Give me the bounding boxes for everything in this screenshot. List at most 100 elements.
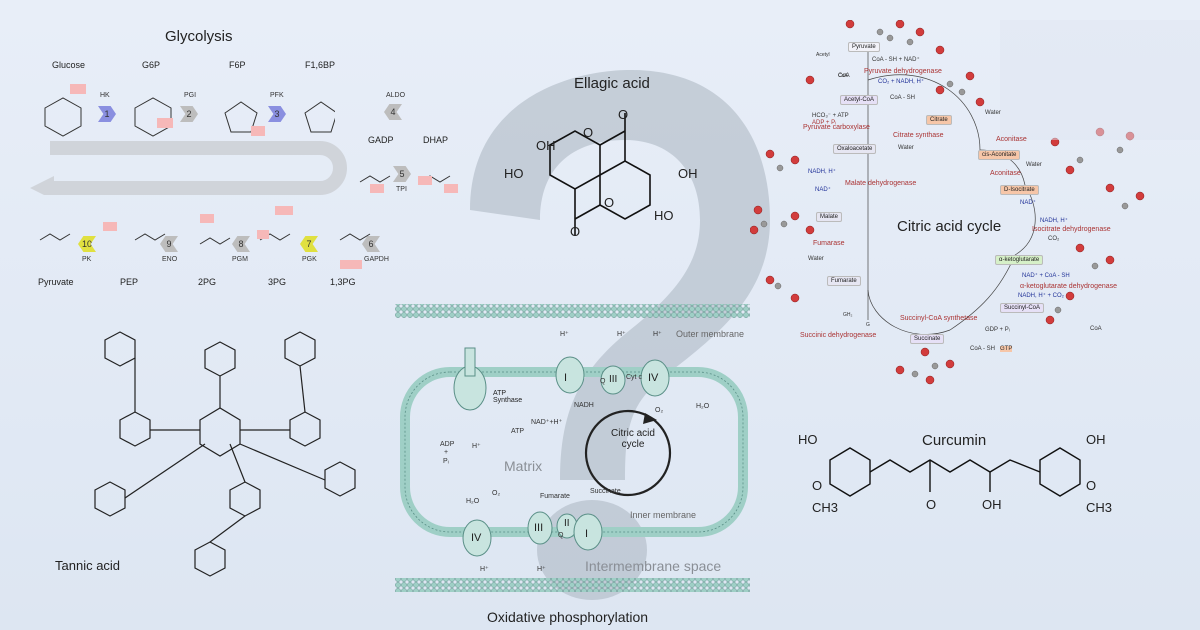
cof-co2-nadh: CO₂ + NADH, H⁺ xyxy=(878,79,925,85)
enzyme-aldo: ALDO xyxy=(386,92,406,99)
step-4-arrow: 4 xyxy=(384,104,402,120)
proton-label-1: H⁺ xyxy=(472,443,481,450)
enz-pyruvate-dehydrogenase: Pyruvate dehydrogenase xyxy=(864,68,942,75)
ellagic-oh-1: OH xyxy=(536,138,556,153)
glycolysis-top-structures xyxy=(44,84,335,137)
cof-water-4: Water xyxy=(808,256,824,262)
tca-succinate: Succinate xyxy=(910,334,945,344)
tca-acetyl-coa: Acetyl-CoA xyxy=(840,95,879,105)
step-8-arrow: 8 xyxy=(232,236,250,252)
complex-ii-bottom: II xyxy=(564,518,570,529)
complex-iii-bottom: III xyxy=(534,522,544,534)
tca-pyruvate: Pyruvate xyxy=(848,42,880,52)
complex-iii-top: III xyxy=(609,374,618,385)
tannic-acid-structure xyxy=(94,331,356,577)
succinate-label: Succinate xyxy=(590,488,621,495)
atp-synthase-label: ATP Synthase xyxy=(493,390,523,404)
tannic-acid-title: Tannic acid xyxy=(55,558,121,573)
glycolysis-return-arrow xyxy=(30,141,347,195)
inner-membrane-label: Inner membrane xyxy=(630,510,697,520)
compound-pep: PEP xyxy=(120,277,139,287)
curcumin-ch3-1: CH3 xyxy=(812,500,839,515)
citric-acid-cycle-inner-label: Citric acid cycle xyxy=(611,428,655,450)
ellagic-o-4: O xyxy=(570,224,581,239)
step-6-arrow: 6 xyxy=(362,236,380,252)
cof-gh2: GH₂ xyxy=(843,312,853,318)
complex-i-bottom: I xyxy=(585,528,589,540)
proton-label-4: H⁺ xyxy=(653,331,662,338)
enzyme-gapdh: GAPDH xyxy=(364,256,389,263)
step-7-arrow: 7 xyxy=(300,236,318,252)
enz-akg-dehydrogenase: α-ketoglutarate dehydrogenase xyxy=(1020,283,1118,290)
enz-citrate-synthase: Citrate synthase xyxy=(893,132,944,139)
compound-glucose: Glucose xyxy=(52,60,86,70)
proton-label-6: H⁺ xyxy=(537,566,546,573)
nad-label: NAD⁺+H⁺ xyxy=(531,419,563,426)
atp-label: ATP xyxy=(511,428,525,435)
oxidative-phosphorylation-title: Oxidative phosphorylation xyxy=(487,609,649,625)
cof-gdp-pi: GDP + Pᵢ xyxy=(985,327,1010,333)
compound-g6p: G6P xyxy=(142,60,161,70)
ellagic-o-3: O xyxy=(604,195,615,210)
step-5-arrow: 5 xyxy=(393,166,411,182)
citric-acid-cycle-title: Citric acid cycle xyxy=(897,218,1002,235)
complex-i-top: I xyxy=(564,372,568,384)
step-3-arrow: 3 xyxy=(268,106,286,122)
h2o-label-1: H₂O xyxy=(696,403,710,410)
mitochondrion-membranes xyxy=(395,304,750,592)
tca-fumarate: Fumarate xyxy=(827,276,861,286)
curcumin-oh-1: OH xyxy=(1086,432,1106,447)
curcumin-oh-2: OH xyxy=(982,497,1002,512)
cof-water-3: Water xyxy=(1026,162,1042,168)
curcumin-ch3-2: CH3 xyxy=(1086,500,1113,515)
ellagic-o-1: O xyxy=(618,107,629,122)
cof-nadh-1: NADH, H⁺ xyxy=(1040,218,1068,224)
glycolysis-title: Glycolysis xyxy=(165,28,233,45)
tca-oxaloacetate: Oxaloacetate xyxy=(833,144,877,154)
h2o-label-2: H₂O xyxy=(466,498,480,505)
complex-iv-top: IV xyxy=(648,372,659,384)
enz-succinic-dehydrogenase: Succinic dehydrogenase xyxy=(800,332,877,339)
cytc-label: Cyt c xyxy=(626,374,642,381)
cof-nad-2: NAD⁺ xyxy=(815,187,831,193)
cof-water-2: Water xyxy=(985,110,1001,116)
cof-adp-pi: ADP + Pᵢ xyxy=(812,120,837,126)
enz-malate-dehydrogenase: Malate dehydrogenase xyxy=(845,180,917,187)
tca-citrate: Citrate xyxy=(926,115,952,125)
compound-f16bp: F1,6BP xyxy=(305,60,336,70)
o2-label-2: O₂ xyxy=(492,490,501,497)
enzyme-hk: HK xyxy=(100,92,110,99)
enz-aconitase-2: Aconitase xyxy=(990,170,1021,177)
enz-isocitrate-dehydrogenase: Isocitrate dehydrogenase xyxy=(1032,226,1111,233)
tca-alpha-ketoglutarate: α-ketoglutarate xyxy=(995,255,1044,265)
glycolysis-triose-structures xyxy=(359,175,458,193)
o2-label-1: O₂ xyxy=(655,407,664,414)
cof-coash-1: CoA - SH xyxy=(890,95,916,101)
adp-label: ADP xyxy=(440,441,455,448)
fumarate-label: Fumarate xyxy=(540,493,570,500)
compound-pyruvate: Pyruvate xyxy=(38,277,74,287)
cof-acetyl: Acetyl xyxy=(816,52,830,58)
compound-dhap: DHAP xyxy=(423,135,449,145)
cof-nad-1: NAD⁺ xyxy=(1020,200,1036,206)
cof-g: G xyxy=(866,322,870,328)
ellagic-ho-2: HO xyxy=(654,208,674,223)
cof-hco3-atp: HCO₃⁻ + ATP xyxy=(812,113,849,119)
q-label-1: Q xyxy=(600,378,606,385)
enzyme-pgi: PGI xyxy=(184,92,197,99)
cof-coash-nad: CoA - SH + NAD⁺ xyxy=(872,57,920,63)
cof-co2-1: CO₂ xyxy=(1048,236,1060,242)
ellagic-acid-structure xyxy=(549,113,651,235)
tca-decorative-structures xyxy=(750,20,1200,385)
tca-d-isocitrate: D-Isocitrate xyxy=(1000,185,1039,195)
cof-nad-coash: NAD⁺ + CoA - SH xyxy=(1022,273,1070,279)
compound-2pg: 2PG xyxy=(198,277,217,287)
ellagic-o-2: O xyxy=(583,125,594,140)
curcumin-ho: HO xyxy=(798,432,818,447)
step-10-arrow: 10 xyxy=(78,236,96,252)
cof-nadh-2: NADH, H⁺ xyxy=(808,169,836,175)
cof-nadh-co2: NADH, H⁺ + CO₂ xyxy=(1018,293,1065,299)
enz-succinyl-coa-synthetase: Succinyl-CoA synthetase xyxy=(900,315,978,322)
enz-fumarase: Fumarase xyxy=(813,240,845,247)
